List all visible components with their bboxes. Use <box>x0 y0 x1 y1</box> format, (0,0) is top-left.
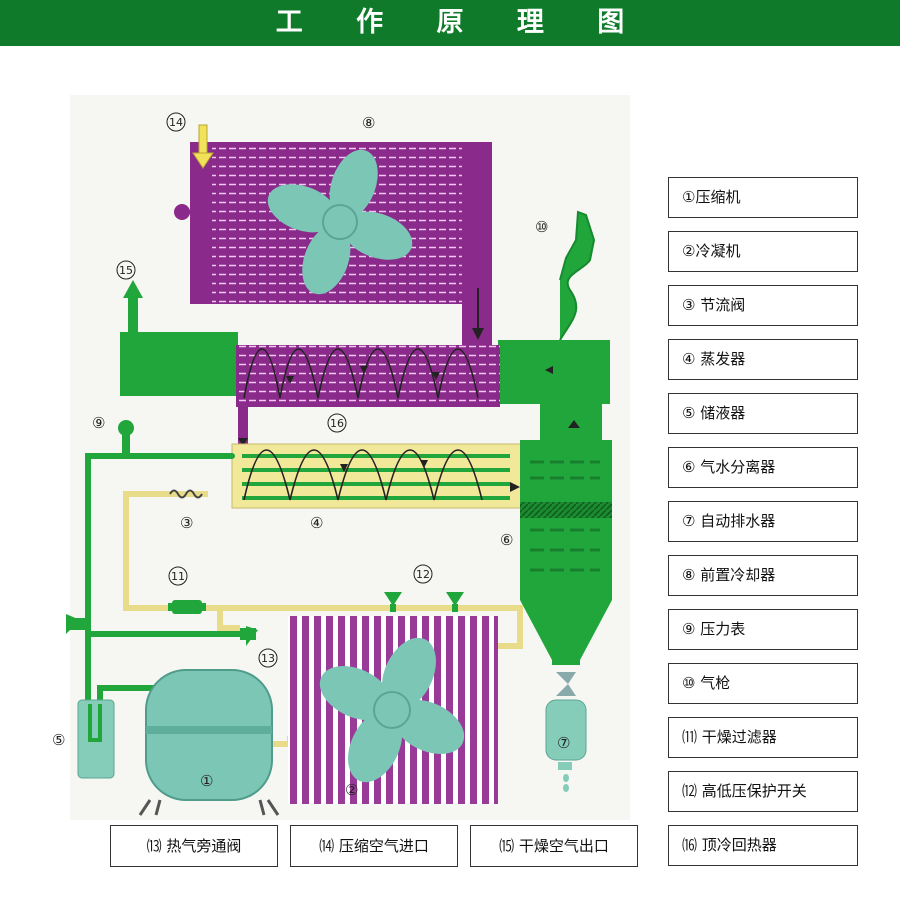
callout-14: 14 <box>169 116 183 129</box>
callout-15: 15 <box>119 264 133 277</box>
page-title: 工 作 原 理 图 <box>275 7 647 38</box>
air-gun-icon <box>557 210 596 350</box>
bottom-label-air-outlet: ⒂ 干燥空气出口 <box>470 825 638 867</box>
condenser <box>288 616 498 804</box>
bypass-valve-icon <box>66 614 258 646</box>
callout-10: ⑩ <box>535 218 548 236</box>
legend-item-evaporator: ④ 蒸发器 <box>668 339 858 380</box>
callout-9: ⑨ <box>92 414 105 432</box>
bottom-label-bypass-valve: ⒀ 热气旁通阀 <box>110 825 278 867</box>
callouts: ① ② ③ ④ ⑤ ⑥ ⑦ ⑧ ⑨ ⑩ 11 12 13 14 15 16 <box>52 112 570 799</box>
callout-13: 13 <box>261 652 275 665</box>
legend-item-auto-drain: ⑦ 自动排水器 <box>668 501 858 542</box>
callout-7: ⑦ <box>557 734 570 752</box>
air-inlet-arrow-icon <box>192 124 214 169</box>
liquid-receiver <box>77 699 115 779</box>
dry-filter-icon <box>168 600 206 614</box>
callout-11: 11 <box>171 570 185 583</box>
title-banner <box>0 0 900 46</box>
callout-2: ② <box>345 781 358 799</box>
legend-item-throttle-valve: ③ 节流阀 <box>668 285 858 326</box>
water-separator <box>520 404 612 665</box>
legend-item-pressure-switch: ⑿ 高低压保护开关 <box>668 771 858 812</box>
legend-item-condenser: ②冷凝机 <box>668 231 858 272</box>
callout-16: 16 <box>330 417 344 430</box>
callout-12: 12 <box>416 568 430 581</box>
legend-item-heat-exchanger: ⒃ 顶冷回热器 <box>668 825 858 866</box>
callout-8: ⑧ <box>362 114 375 132</box>
callout-3: ③ <box>180 514 193 532</box>
legend-item-pressure-gauge: ⑨ 压力表 <box>668 609 858 650</box>
callout-1: ① <box>200 772 213 790</box>
pressure-switch-icon <box>384 592 464 612</box>
callout-4: ④ <box>310 514 323 532</box>
precooler-fan-icon <box>267 149 413 295</box>
legend-item-air-gun: ⑩ 气枪 <box>668 663 858 704</box>
legend-item-receiver: ⑤ 储液器 <box>668 393 858 434</box>
compressor <box>138 669 280 816</box>
legend-item-compressor: ①压缩机 <box>668 177 858 218</box>
bottom-label-air-inlet: ⒁ 压缩空气进口 <box>290 825 458 867</box>
evaporator <box>231 443 527 509</box>
pre-cooler <box>174 142 492 352</box>
condenser-fan-icon <box>319 637 465 783</box>
callout-6: ⑥ <box>500 531 513 549</box>
legend-item-pre-cooler: ⑧ 前置冷却器 <box>668 555 858 596</box>
legend-item-dry-filter: ⑾ 干燥过滤器 <box>668 717 858 758</box>
throttle-valve-icon <box>169 489 203 499</box>
callout-5: ⑤ <box>52 731 65 749</box>
regenerative-heat-exchanger <box>120 332 610 446</box>
pressure-gauge-icon <box>118 420 134 456</box>
auto-drain <box>545 672 587 792</box>
schematic-diagram: ① ② ③ ④ ⑤ ⑥ ⑦ ⑧ ⑨ ⑩ 11 12 13 14 15 16 <box>52 95 630 820</box>
legend-item-water-separator: ⑥ 气水分离器 <box>668 447 858 488</box>
air-outlet-arrow-icon <box>123 280 143 333</box>
